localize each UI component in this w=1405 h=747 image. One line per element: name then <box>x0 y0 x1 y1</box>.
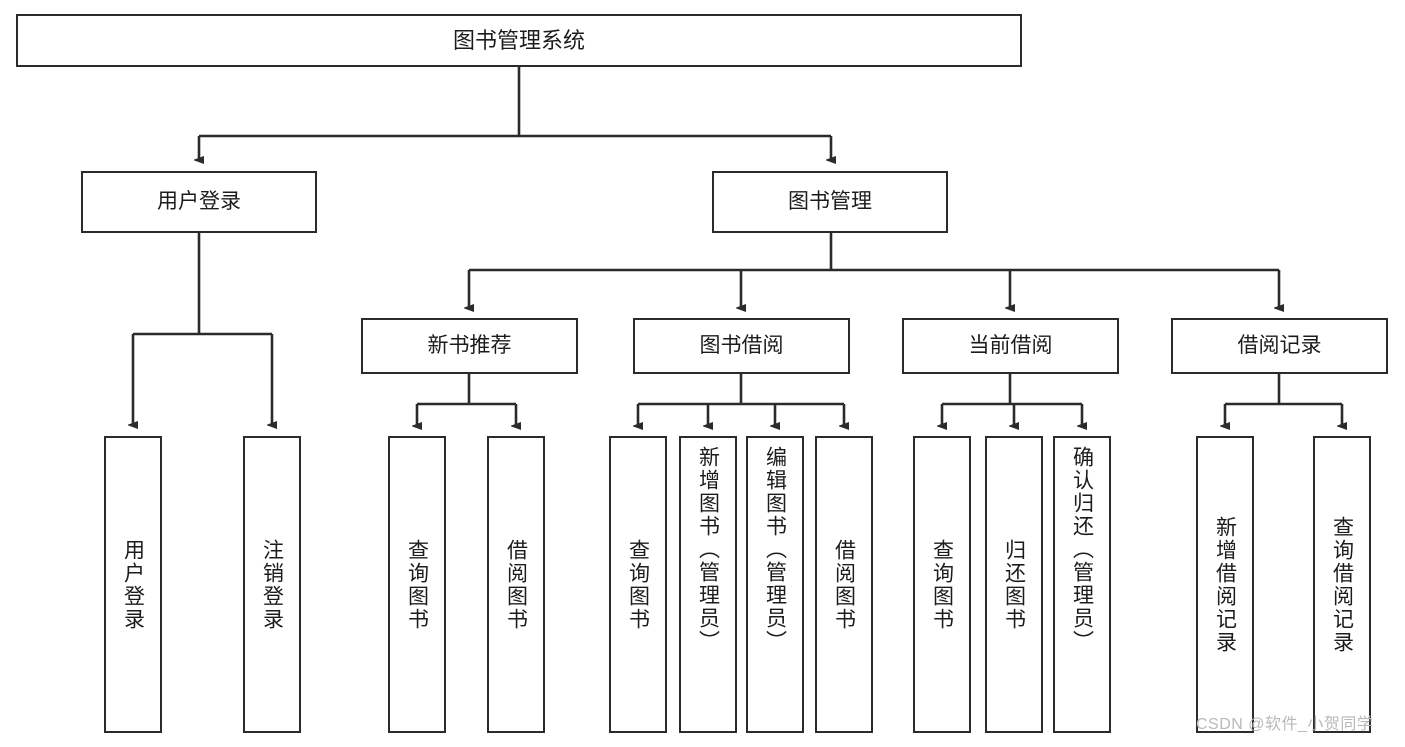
node-leaf-borrow-book-2[interactable]: 借阅图书 <box>815 436 873 733</box>
node-root[interactable]: 图书管理系统 <box>16 14 1022 67</box>
node-borrow-record-label: 借阅记录 <box>1237 333 1322 357</box>
node-user-login-label: 用户登录 <box>157 189 241 213</box>
node-leaf-query-book-1-label: 查询图书 <box>405 538 429 631</box>
node-leaf-borrow-book-1[interactable]: 借阅图书 <box>487 436 545 733</box>
node-leaf-confirm-return-admin[interactable]: 确认归还（管理员） <box>1053 436 1111 733</box>
node-book-manage[interactable]: 图书管理 <box>712 171 948 233</box>
node-leaf-edit-book-admin[interactable]: 编辑图书（管理员） <box>746 436 804 733</box>
node-leaf-query-book-3-label: 查询图书 <box>930 538 954 631</box>
node-book-borrow[interactable]: 图书借阅 <box>633 318 850 374</box>
node-leaf-user-login-label: 用户登录 <box>121 538 145 631</box>
node-user-login[interactable]: 用户登录 <box>81 171 317 233</box>
node-current-borrow-label: 当前借阅 <box>968 333 1053 357</box>
node-leaf-confirm-return-admin-label: 确认归还（管理员） <box>1070 446 1094 653</box>
node-book-manage-label: 图书管理 <box>788 189 872 213</box>
node-leaf-add-book-admin[interactable]: 新增图书（管理员） <box>679 436 737 733</box>
node-leaf-logout-login-label: 注销登录 <box>260 538 284 631</box>
node-new-book-recommend-label: 新书推荐 <box>427 333 512 357</box>
node-leaf-borrow-book-1-label: 借阅图书 <box>504 538 528 631</box>
node-leaf-query-book-3[interactable]: 查询图书 <box>913 436 971 733</box>
node-book-borrow-label: 图书借阅 <box>699 333 784 357</box>
node-leaf-edit-book-admin-label: 编辑图书（管理员） <box>763 446 787 653</box>
node-leaf-query-book-1[interactable]: 查询图书 <box>388 436 446 733</box>
node-leaf-add-book-admin-label: 新增图书（管理员） <box>696 446 720 653</box>
node-root-label: 图书管理系统 <box>452 27 585 53</box>
node-leaf-add-borrow-record-label: 新增借阅记录 <box>1213 515 1237 654</box>
csdn-watermark: CSDN @软件_小贺同学 <box>1196 716 1374 733</box>
node-leaf-query-borrow-record[interactable]: 查询借阅记录 <box>1313 436 1371 733</box>
node-current-borrow[interactable]: 当前借阅 <box>902 318 1119 374</box>
node-new-book-recommend[interactable]: 新书推荐 <box>361 318 578 374</box>
node-borrow-record[interactable]: 借阅记录 <box>1171 318 1388 374</box>
node-leaf-return-book-label: 归还图书 <box>1002 538 1026 631</box>
node-leaf-query-book-2[interactable]: 查询图书 <box>609 436 667 733</box>
node-leaf-user-login[interactable]: 用户登录 <box>104 436 162 733</box>
node-leaf-query-book-2-label: 查询图书 <box>626 538 650 631</box>
node-leaf-add-borrow-record[interactable]: 新增借阅记录 <box>1196 436 1254 733</box>
node-leaf-logout-login[interactable]: 注销登录 <box>243 436 301 733</box>
node-leaf-return-book[interactable]: 归还图书 <box>985 436 1043 733</box>
node-leaf-query-borrow-record-label: 查询借阅记录 <box>1330 515 1354 654</box>
node-leaf-borrow-book-2-label: 借阅图书 <box>832 538 856 631</box>
